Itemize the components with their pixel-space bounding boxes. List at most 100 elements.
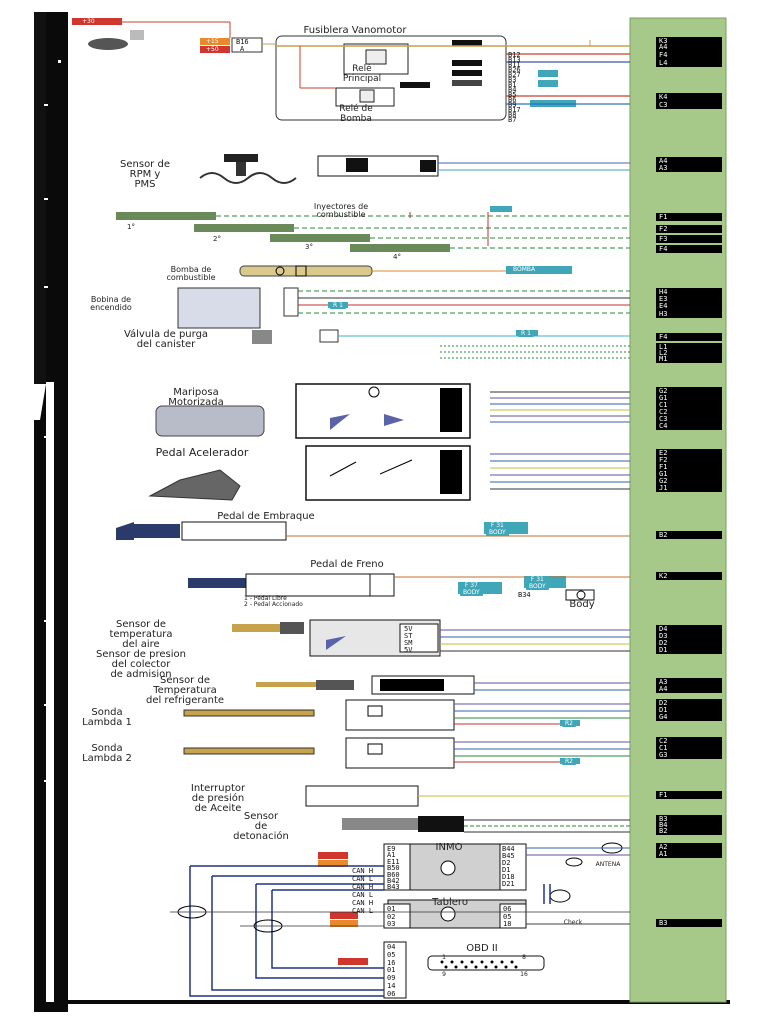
obd-label: OBD II	[466, 943, 498, 954]
fusebox-pin-1: B13	[508, 56, 521, 64]
b34-label: B34	[518, 591, 531, 599]
ecu-pin-h3-15: H3	[656, 310, 722, 318]
ecu-pin-d1-41: D1	[656, 706, 722, 714]
ecu-pin-c3-24: C3	[656, 415, 722, 423]
ecu-pin-b3-47: B3	[656, 815, 722, 823]
fusebox-pin-12: B8	[508, 111, 517, 119]
ecu-pin-k3-0: K3	[656, 37, 722, 45]
bomba-tag: BOMBA	[510, 266, 539, 273]
inmo-pin-left-5: B42	[387, 877, 400, 885]
obd-pin-16: 16	[520, 971, 528, 978]
r1-tag-purge: R 1	[518, 330, 534, 337]
tablero-pin-left-0: 01	[387, 905, 396, 913]
map-pin-3: SM	[404, 639, 413, 647]
rpm-label: Sensor de RPM y PMS	[120, 159, 170, 190]
body-label: Body	[569, 599, 595, 610]
ecu-pin-f2-9: F2	[656, 225, 722, 233]
obd-pin-8: 8	[522, 954, 526, 961]
tablero-pin-right-1: 05	[503, 912, 512, 921]
check-label: Check	[563, 919, 583, 926]
ecu-pin-f1-8: F1	[656, 213, 722, 221]
fusebox-pin-13: B7	[508, 116, 517, 124]
inmo-pin-right-0: B44	[502, 845, 515, 853]
ecu-pin-d3-35: D3	[656, 632, 722, 640]
throttle-label: Mariposa Motorizada	[168, 387, 224, 408]
fusebox-title: Fusiblera Vanomotor	[303, 25, 407, 36]
inmo-pin-right-1: B45	[502, 852, 515, 860]
fuse-30: +30	[80, 18, 97, 25]
ecu-pin-a3-7: A3	[656, 164, 722, 172]
ecu-pin-g1-29: G1	[656, 470, 722, 478]
ecu-pin-a4-39: A4	[656, 685, 722, 693]
lambda1-block	[345, 699, 455, 731]
obd-wire-pin-0: 04	[387, 943, 396, 951]
tablero-pin-right-2: 18	[503, 920, 512, 928]
ecu-pin-b4-48: B4	[656, 821, 722, 829]
ecu-pin-l4-3: L4	[656, 59, 722, 67]
ecu-pin-c1-22: C1	[656, 401, 722, 409]
ecu-pin-k4-4: K4	[656, 93, 722, 101]
fusebox-pin-9: B6	[508, 96, 517, 104]
ecu-pin-b2-49: B2	[656, 827, 722, 835]
obd-wire-pin-5: 14	[387, 982, 396, 990]
brake-label: Pedal de Freno	[310, 559, 384, 570]
ecu-pin-d2-40: D2	[656, 699, 722, 707]
obd-wire-pin-1: 05	[387, 950, 396, 959]
knock-label: Sensor de detonación	[233, 811, 289, 842]
ecu-pin-g4-42: G4	[656, 713, 722, 721]
coil-body	[177, 287, 261, 329]
lambda1-label: Sonda Lambda 1	[82, 707, 132, 728]
ecu-pin-k2-33: K2	[656, 572, 722, 580]
fusebox-pin-0: B12	[508, 51, 521, 59]
r2-tag-lambda2: R2	[562, 758, 576, 765]
inmo-pin-left-6: B43	[387, 883, 400, 892]
ecu-pin-c3-5: C3	[656, 101, 722, 109]
tablero-label: Tablero	[432, 897, 468, 908]
lambda2-label: Sonda Lambda 2	[82, 743, 132, 764]
obd-pin-1: 1	[442, 954, 446, 961]
ecu-pin-f3-10: F3	[656, 235, 722, 243]
ecu-pin-d4-34: D4	[656, 625, 722, 633]
r2-tag-lambda1: R2	[562, 720, 576, 727]
ecu-pin-a2-50: A2	[656, 843, 722, 851]
fuse-50: +50	[204, 46, 221, 53]
ecu-pin-e2-26: E2	[656, 449, 722, 457]
ecu-pin-f4-16: F4	[656, 333, 722, 341]
fuse-15: +15	[204, 38, 221, 45]
ecu-pin-a4-1: A4	[656, 43, 722, 51]
ecu-pin-g3-45: G3	[656, 751, 722, 759]
r1-tag-coil: R 1	[330, 302, 346, 309]
ecu-pin-a3-38: A3	[656, 678, 722, 686]
left-border-strip	[34, 12, 46, 384]
injectors-label: Inyectores de combustible	[313, 202, 369, 219]
ecu-pin-c4-25: C4	[656, 422, 722, 430]
can-label-0: CAN H	[352, 867, 374, 875]
obd-wire-pin-3: 01	[387, 966, 396, 975]
fusebox-pin-10: B9	[508, 101, 517, 109]
inmo-pin-left-2: E11	[387, 857, 400, 866]
ecu-pin-c1-44: C1	[656, 744, 722, 752]
injector-1: 1°	[127, 223, 135, 231]
can-label-1: CAN L	[352, 875, 374, 883]
ecu-pin-f4-2: F4	[656, 51, 722, 59]
purge-label: Válvula de purga del canister	[123, 329, 209, 350]
ecu-pin-b3-52: B3	[656, 919, 722, 927]
obd-wire-pin-2: 16	[387, 958, 396, 967]
tablero-pin-left-2: 03	[387, 920, 396, 928]
ecu-pin-f1-46: F1	[656, 791, 722, 799]
ecu-pin-g1-21: G1	[656, 394, 722, 402]
obd-wire-pin-4: 09	[387, 974, 396, 983]
ecu-pin-b2-32: B2	[656, 531, 722, 539]
fuse-a: A	[240, 45, 245, 53]
relay-main-label: Relé Principal	[342, 64, 382, 84]
obd-wire-pin-6: 06	[387, 989, 396, 998]
ecu-pin-f1-28: F1	[656, 463, 722, 471]
body-tag-brake-f37: F 37 BODY	[460, 582, 483, 596]
injector-3: 3°	[305, 243, 313, 251]
ecu-pin-f2-27: F2	[656, 456, 722, 464]
coil-label: Bobina de encendido	[90, 295, 132, 312]
fusebox-pin-11: B17	[508, 106, 521, 114]
ecu-pin-a4-6: A4	[656, 157, 722, 165]
ecu-pin-e4-14: E4	[656, 302, 722, 310]
tablero-pin-right-0: 06	[503, 905, 512, 913]
